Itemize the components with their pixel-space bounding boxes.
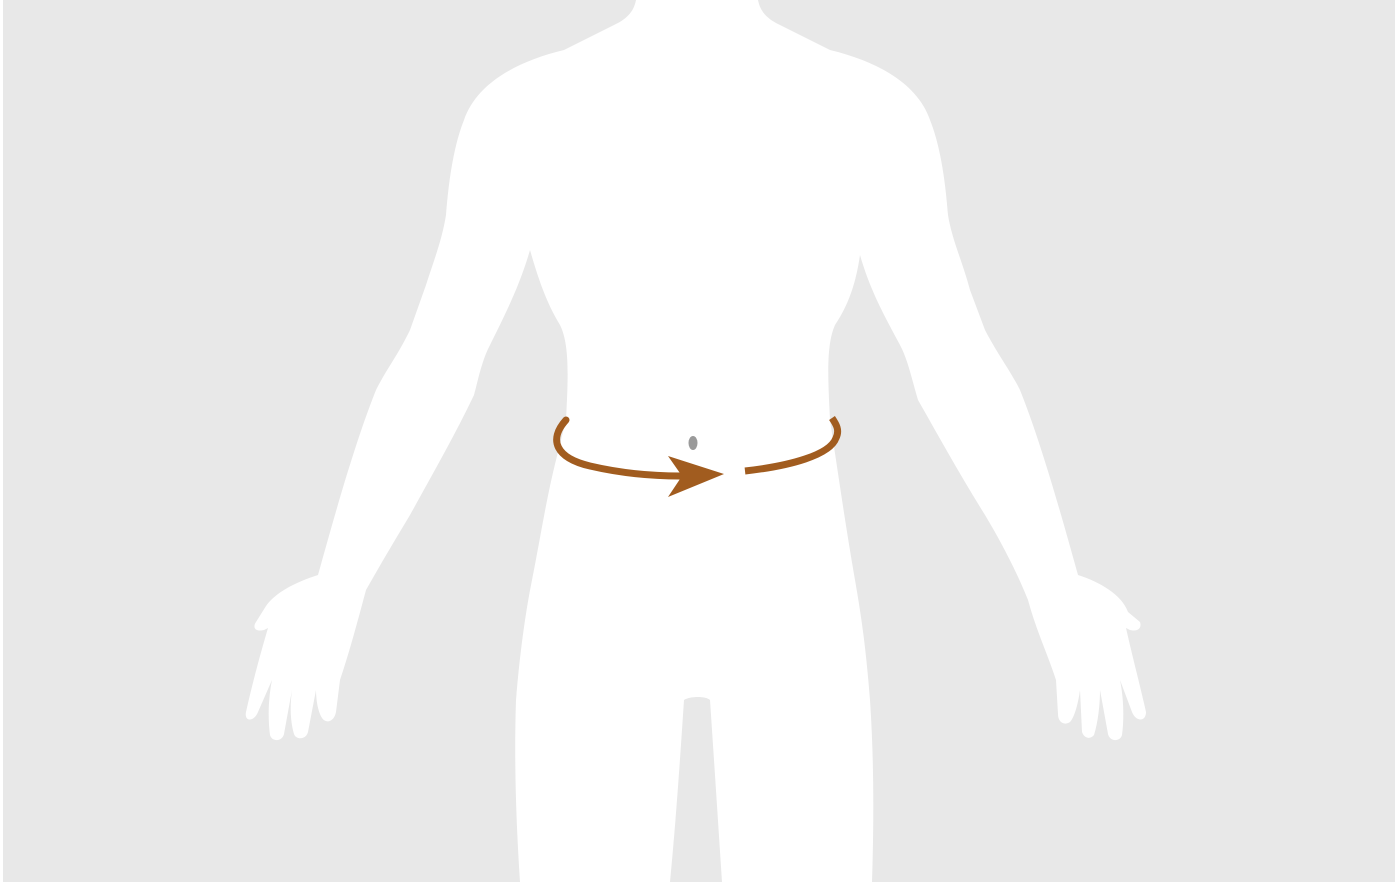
- navel-marker-icon: [689, 436, 698, 450]
